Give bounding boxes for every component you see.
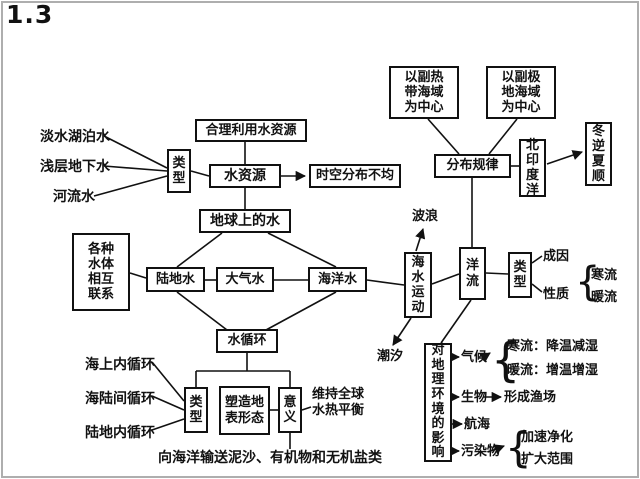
node-cause: 成因 [543,249,570,264]
node-land-water: 陆地水 [146,267,205,292]
node-sea-land-cycle: 海陆间循环 [85,391,155,407]
node-land-internal-cycle: 陆地内循环 [85,425,155,441]
node-rational-use: 合理利用水资源 [195,119,307,142]
node-tide: 潮汐 [377,349,404,364]
connectors [93,118,583,457]
node-water-cycle: 水循环 [216,329,278,353]
node-transport-note: 向海洋输送泥沙、有机物和无机盐类 [158,450,382,466]
node-shape-surface: 塑造地 表形态 [219,386,270,435]
node-type-water-resources: 类 型 [167,149,191,193]
node-significance: 意 义 [278,387,302,433]
node-type-water-cycle: 类 型 [184,387,208,433]
node-winter-counter-summer-clockwise: 冬 逆 夏 顺 [585,122,612,186]
node-maintain-balance: 维持全球 水热平衡 [312,387,365,419]
node-subtropical-center: 以副热 带海域 为中心 [389,66,459,119]
node-pollutant: 污染物 [461,444,501,459]
node-interconnected-bodies: 各种 水体 相互 联系 [72,233,130,311]
node-shallow-groundwater: 浅层地下水 [40,159,110,175]
node-warm-current: 暖流 [591,290,618,305]
node-freshwater-lake: 淡水湖泊水 [40,129,110,145]
node-sea-internal-cycle: 海上内循环 [85,357,155,373]
node-biology: 生物 [461,390,488,405]
page-title: 1.3 [6,0,54,29]
node-subpolar-center: 以副极 地海域 为中心 [486,66,556,119]
node-cold-effect: 寒流：降温减湿 [507,339,599,354]
node-earth-water: 地球上的水 [199,209,291,233]
node-ocean-water: 海洋水 [308,267,367,292]
node-ocean-current: 洋 流 [459,247,486,300]
node-warm-effect: 暖流：增温增湿 [507,363,599,378]
node-climate: 气候 [461,350,488,365]
node-north-indian-ocean: 北 印 度 洋 [519,138,546,198]
node-sea-water-motion: 海 水 运 动 [404,252,432,318]
node-expand-range: 扩大范围 [521,452,574,467]
node-cold-current: 寒流 [591,268,618,283]
brace-icon: { [505,423,532,472]
node-uneven-distribution: 时空分布不均 [309,164,401,188]
brace-icon: { [575,259,601,305]
node-atmospheric-water: 大气水 [216,267,274,292]
node-navigation: 航海 [464,417,491,432]
node-type-current: 类 型 [508,252,532,298]
node-nature: 性质 [543,287,570,302]
node-wave: 波浪 [412,209,439,224]
node-fishery: 形成渔场 [504,390,557,405]
node-river-water: 河流水 [53,189,95,205]
node-distribution-rule: 分布规律 [434,154,511,178]
node-purify: 加速净化 [521,430,574,445]
brace-icon: { [491,333,521,387]
node-impact-on-environment: 对 地 理 环 境 的 影 响 [424,343,452,462]
node-water-resources: 水资源 [209,164,281,188]
